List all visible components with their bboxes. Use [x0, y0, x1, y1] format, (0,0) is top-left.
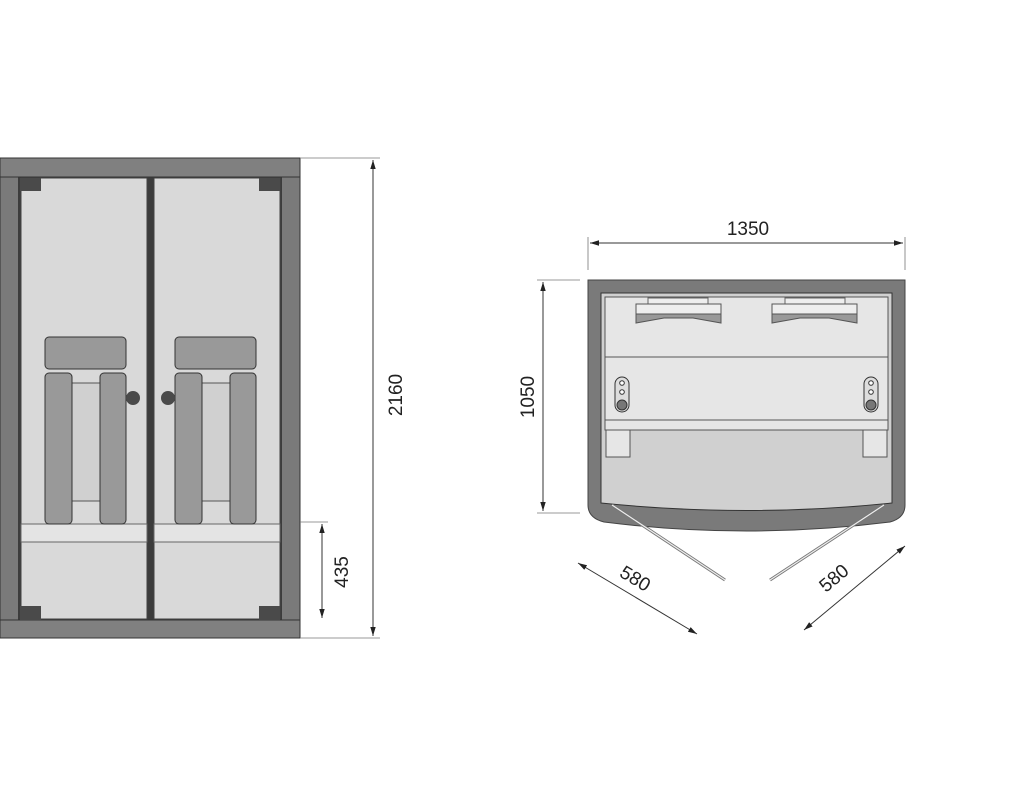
backrest: [99, 372, 127, 525]
corner-bracket: [259, 178, 280, 191]
depth-label: 1050: [518, 376, 539, 418]
front-dimensions: 2160 435: [300, 157, 407, 639]
top-view: [587, 279, 906, 582]
right-door-dimension-line: [803, 545, 906, 631]
backrest: [44, 372, 73, 525]
bottom-bar: [0, 619, 301, 639]
corner-bracket: [259, 606, 280, 620]
control-knob-icon[interactable]: [865, 399, 877, 411]
control-knob-icon[interactable]: [616, 399, 628, 411]
bench-height-label: 435: [332, 556, 353, 588]
backrest: [229, 372, 257, 525]
top-bar: [0, 157, 301, 178]
indicator-icon: [868, 389, 874, 395]
backrest-panel: [604, 356, 889, 421]
bench-right: [153, 523, 281, 543]
headrest: [174, 336, 257, 370]
door-handle-icon[interactable]: [161, 391, 175, 405]
front-view: [0, 157, 301, 639]
backrest: [174, 372, 203, 525]
door-handle-icon[interactable]: [126, 391, 140, 405]
lower-bench: [604, 419, 889, 431]
bench-support: [605, 429, 631, 458]
indicator-icon: [619, 389, 625, 395]
indicator-icon: [868, 380, 874, 386]
control-panel-left: [614, 376, 630, 413]
bench-support: [862, 429, 888, 458]
seat-right: [174, 336, 257, 525]
heater-left: [635, 297, 722, 324]
seat-back-center: [201, 382, 231, 502]
headrest: [44, 336, 127, 370]
indicator-icon: [619, 380, 625, 386]
left-door-dimension-line: [577, 562, 698, 635]
seat-left: [44, 336, 127, 525]
height-label: 2160: [386, 374, 407, 416]
bench-left: [20, 523, 148, 543]
seat-back-center: [71, 382, 101, 502]
corner-bracket: [20, 606, 41, 620]
control-panel-right: [863, 376, 879, 413]
left-door-label: 580: [616, 562, 654, 596]
heater-right: [771, 297, 858, 324]
corner-bracket: [20, 178, 41, 191]
width-label: 1350: [727, 219, 769, 240]
right-door-label: 580: [816, 561, 854, 597]
